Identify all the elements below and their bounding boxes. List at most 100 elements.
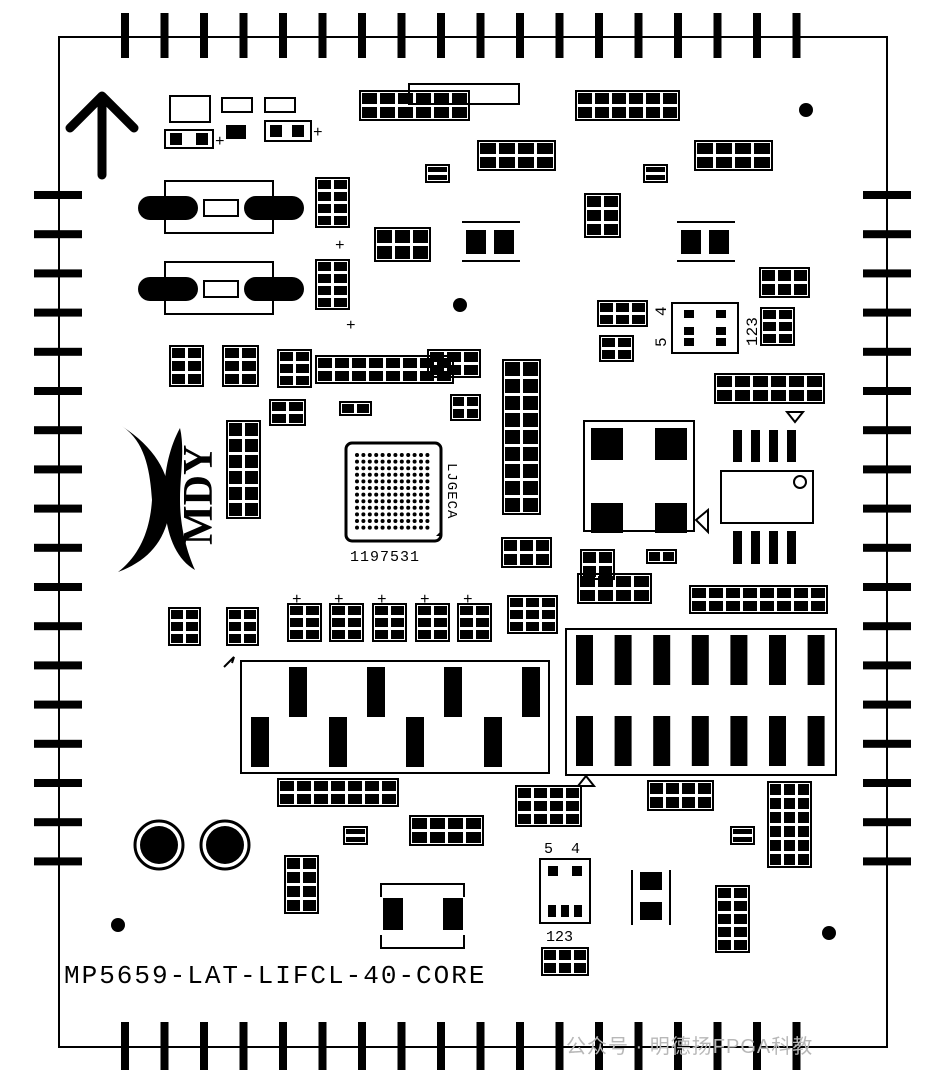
smd-pad [280, 352, 293, 361]
mount-hole [453, 298, 467, 312]
smd-outline [226, 420, 261, 519]
bga-ball [419, 512, 423, 517]
smd-pad [580, 590, 595, 601]
smd-pad [413, 246, 428, 259]
bga-ball [399, 486, 404, 490]
smd-pad [403, 358, 417, 368]
smd-pad [784, 840, 795, 851]
smd-pad [600, 303, 613, 312]
edge-pin [753, 13, 761, 58]
smd-pad [743, 588, 757, 598]
smd-pad [735, 376, 750, 387]
smd-pad [718, 914, 731, 924]
polarity-plus: + [292, 591, 302, 609]
smd-pad [618, 350, 631, 359]
bga-ball [361, 505, 366, 510]
smd-pad [303, 900, 316, 911]
bga-ball [355, 492, 359, 497]
edge-pin [863, 269, 911, 278]
smd-pad [296, 364, 309, 373]
smd-pad [357, 404, 369, 413]
smd-pad [306, 606, 319, 615]
smd-pad [599, 552, 612, 563]
bga-ball [406, 459, 411, 464]
smd-pad [460, 606, 473, 615]
bga-ball [361, 492, 366, 497]
smd-pad [331, 781, 345, 791]
smd-pad [634, 576, 649, 587]
smd-pad [244, 622, 256, 631]
smd-pad [634, 590, 649, 601]
smd-pad [595, 107, 609, 118]
smd-pad [505, 362, 520, 376]
smd-pad [186, 622, 198, 631]
ic-label-bottom: 123 [546, 929, 573, 946]
inductor-pad [367, 667, 385, 717]
edge-pin [595, 13, 603, 58]
bga-ball [399, 499, 404, 504]
bga-ball [412, 479, 417, 484]
connector-pad [691, 716, 709, 766]
smd-pad [505, 447, 520, 461]
smd-pad [663, 552, 674, 561]
smd-pad [172, 361, 185, 371]
smd-pad [303, 886, 316, 897]
bga-row-labels: LJGECA [443, 463, 459, 519]
smd-pad [784, 798, 795, 809]
bga-ball [380, 466, 385, 471]
bga-ball [355, 499, 359, 504]
polarity-plus: + [463, 591, 473, 609]
smd-pad [518, 801, 531, 811]
pin-row-top [121, 13, 801, 58]
edge-pin [239, 13, 248, 58]
connector-pad [807, 716, 825, 766]
led-footprint: + + [164, 95, 323, 151]
connector-pad [653, 635, 671, 685]
smd-pad [735, 390, 750, 401]
bga-ball [380, 525, 385, 530]
edge-pin [863, 465, 911, 474]
smd-pad [398, 107, 413, 118]
smd-pad [523, 362, 538, 376]
smd-pad [448, 818, 463, 829]
smd-pad [229, 610, 241, 619]
edge-pin [792, 1022, 801, 1070]
bga-ball [374, 492, 379, 497]
inductor-left [223, 656, 550, 774]
smd-pad [334, 262, 347, 271]
connector-pad [691, 635, 709, 685]
smd-pad [480, 157, 496, 168]
smd-pad [604, 196, 618, 207]
bga-ball [399, 459, 404, 464]
smd-pad [716, 143, 732, 154]
smd-pad [616, 315, 629, 324]
smd-pad [334, 180, 347, 189]
smd-pad [412, 818, 427, 829]
smd-pad [297, 794, 311, 804]
smd-pad [784, 826, 795, 837]
smd-pad [811, 601, 825, 611]
bga-ball [406, 525, 411, 530]
smd-pad [453, 397, 464, 406]
bga-ball [374, 479, 379, 484]
connector-pad [807, 635, 825, 685]
bga-ball [393, 525, 398, 530]
smd-pad [245, 503, 258, 516]
smd-pad [229, 423, 242, 436]
connector-pad [769, 716, 786, 766]
bga-ball [419, 499, 423, 504]
bga-ball [374, 512, 379, 517]
smd-pad [734, 901, 747, 911]
mdy-logo: MDY [118, 425, 222, 572]
soic-pad [733, 531, 742, 564]
smd-pad [536, 554, 549, 565]
smd-outline [329, 603, 364, 642]
bga-ball [425, 466, 430, 471]
edge-pin [34, 347, 82, 356]
edge-pin [674, 1022, 682, 1070]
smd-pad [287, 872, 300, 883]
bga-ball [419, 505, 423, 510]
smd-outline [502, 359, 541, 515]
smd-outline [715, 885, 750, 953]
edge-pin [476, 1022, 485, 1070]
